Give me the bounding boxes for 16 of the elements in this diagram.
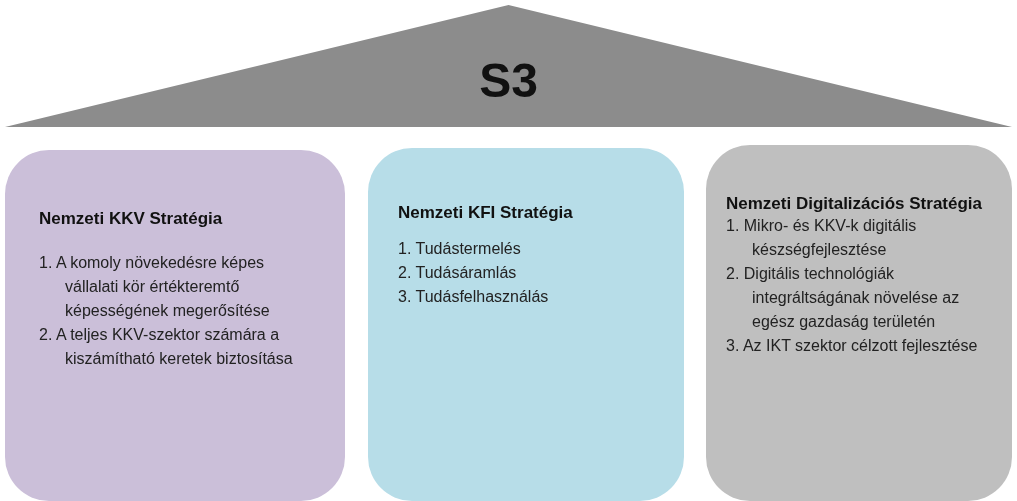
list-item: 1. A komoly növekedésre képes vállalati kör értékteremtő képességének megerősítése	[39, 253, 271, 321]
card-heading: Nemzeti KKV Stratégia	[39, 208, 224, 229]
strategy-card	[368, 148, 684, 501]
strategy-card	[706, 145, 1012, 501]
card-heading: Nemzeti KFI Stratégia	[398, 202, 574, 223]
list-item: 2. A teljes KKV-szektor számára a kiszámítható keretek biztosítása	[39, 325, 294, 369]
roof-title: S3	[478, 53, 539, 108]
list-item: 3. Tudásfelhasználás	[398, 287, 550, 307]
list-item: 2. Tudásáramlás	[398, 263, 518, 283]
card-heading: Nemzeti Digitalizációs Stratégia	[726, 193, 984, 214]
roof-triangle	[5, 5, 1012, 127]
strategy-card	[5, 150, 345, 501]
list-item: 1. Tudástermelés	[398, 239, 522, 259]
list-item: 3. Az IKT szektor célzott fejlesztése	[726, 336, 979, 356]
list-item: 2. Digitális technológiák integráltságának növelése az egész gazdaság területén	[726, 264, 961, 332]
list-item: 1. Mikro- és KKV-k digitális készségfejlesztése	[726, 216, 918, 260]
